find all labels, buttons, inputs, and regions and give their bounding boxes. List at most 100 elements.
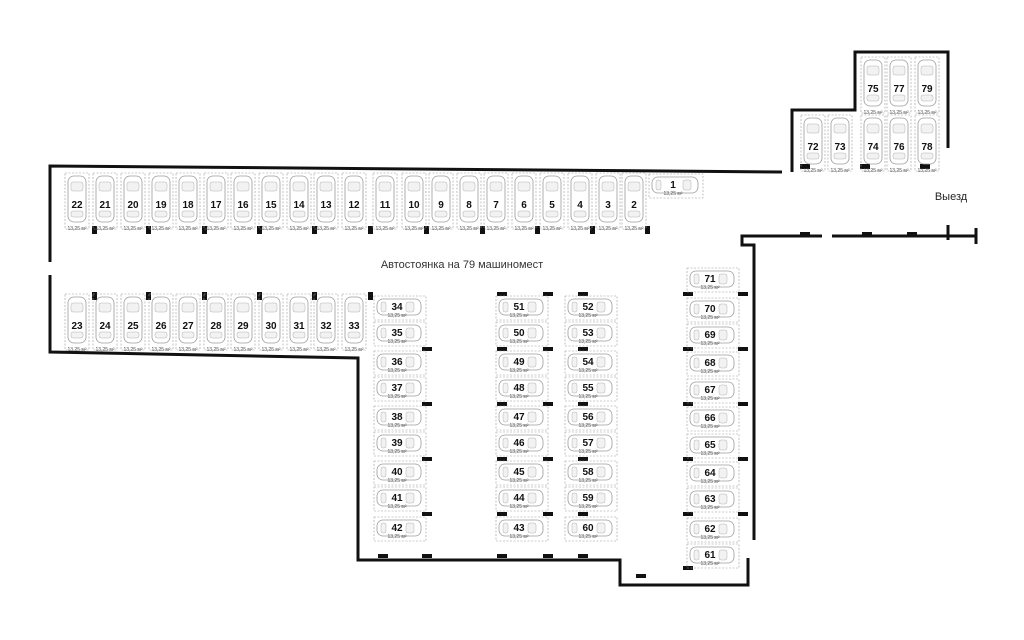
car-windshield-icon xyxy=(527,492,537,504)
parking-spot[interactable]: 513,25 м² xyxy=(539,172,565,232)
parking-spot[interactable]: 813,25 м² xyxy=(456,172,482,232)
spot-area: 13,25 м² xyxy=(151,347,170,353)
spot-area: 13,25 м² xyxy=(700,424,719,430)
spot-number: 70 xyxy=(704,304,716,315)
spot-area: 13,25 м² xyxy=(509,313,528,319)
spot-outline xyxy=(203,172,229,230)
spot-area: 13,25 м² xyxy=(578,449,597,455)
parking-spot[interactable]: 313,25 м² xyxy=(595,172,621,232)
wall-top xyxy=(48,164,783,262)
car-windshield-icon xyxy=(596,437,606,449)
car-rear-window-icon xyxy=(693,357,700,369)
spot-area: 13,25 м² xyxy=(663,191,682,197)
parking-spot[interactable]: 413,25 м² xyxy=(567,172,593,232)
spot-number: 69 xyxy=(704,330,716,341)
car-windshield-icon xyxy=(596,382,606,394)
spot-number: 14 xyxy=(293,200,305,211)
parking-spot[interactable]: 113,25 м² xyxy=(648,173,704,199)
spot-outline xyxy=(860,56,886,114)
column xyxy=(800,232,810,237)
spot-area: 13,25 м² xyxy=(151,226,170,232)
parking-spot[interactable]: 913,25 м² xyxy=(428,172,454,232)
column xyxy=(257,226,262,234)
spot-area: 13,25 м² xyxy=(700,561,719,567)
parking-spot[interactable]: 713,25 м² xyxy=(483,172,509,232)
parking-spot[interactable]: 213,25 м² xyxy=(621,172,647,232)
column xyxy=(422,347,432,351)
car-windshield-icon xyxy=(181,181,195,192)
parking-spot[interactable]: 613,25 м² xyxy=(511,172,537,232)
